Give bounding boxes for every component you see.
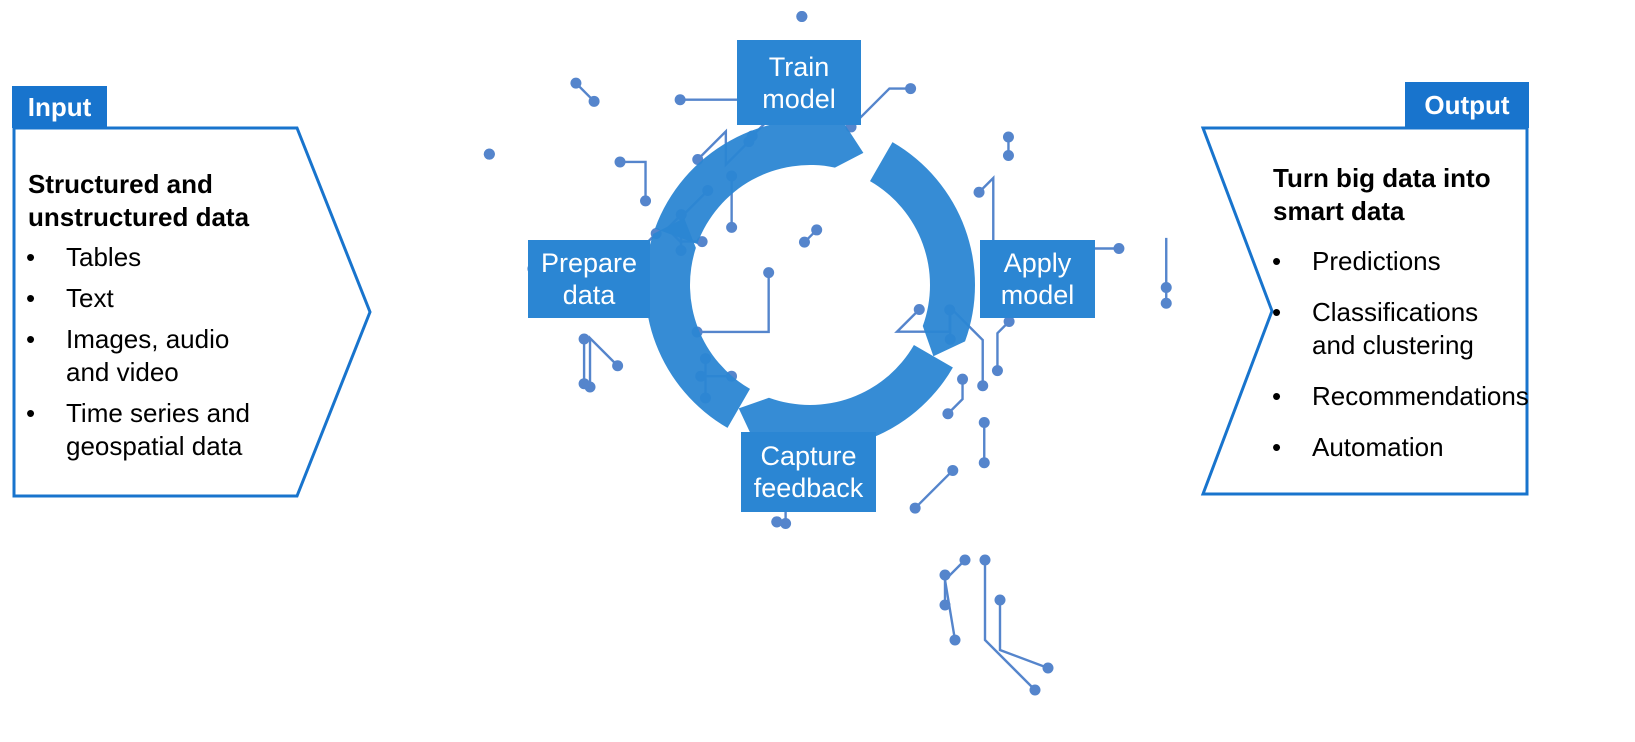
output-title: Turn big data into smart data: [1273, 162, 1491, 228]
circuit-node: [640, 195, 652, 207]
circuit-node: [578, 333, 590, 345]
circuit-node: [1029, 684, 1041, 696]
output-panel: Output Turn big data into smart data Pre…: [1200, 0, 1635, 742]
circuit-node: [1160, 281, 1172, 293]
cycle-arrow-segment: [738, 345, 953, 450]
circuit-node: [979, 554, 991, 566]
circuit-node: [1002, 149, 1014, 161]
input-item: Tables: [26, 241, 250, 274]
circuit-node: [959, 554, 971, 566]
brain-stem-trace: [983, 560, 1036, 691]
input-title: Structured and unstructured data: [28, 168, 249, 234]
input-tag: Input: [12, 86, 107, 128]
cycle-arrow-segment: [654, 120, 864, 244]
brain-stem-trace: [943, 559, 966, 641]
input-title-line2: unstructured data: [28, 202, 250, 232]
circuit-node: [978, 416, 990, 428]
circuit-node: [994, 594, 1006, 606]
circuit-node: [570, 77, 582, 89]
circuit-trace: [996, 320, 1010, 371]
circuit-trace: [620, 160, 647, 201]
input-item: Text: [26, 282, 250, 315]
circuit-node: [1003, 316, 1015, 328]
circuit-node: [588, 95, 600, 107]
circuit-node: [978, 457, 990, 469]
circuit-node: [947, 464, 959, 476]
circuit-trace: [914, 469, 954, 509]
cycle-arrow-segment: [645, 218, 750, 428]
output-item: Recommendations: [1272, 380, 1529, 413]
input-panel: Input Structured and unstructured data T…: [0, 0, 400, 742]
output-item: Predictions: [1272, 245, 1529, 278]
circuit-trace: [947, 379, 964, 415]
circuit-node: [578, 378, 590, 390]
circuit-trace: [850, 87, 911, 128]
circuit-trace: [697, 272, 770, 334]
circuit-node: [909, 502, 921, 514]
circuit-trace: [588, 335, 619, 387]
output-tag: Output: [1405, 82, 1529, 128]
output-title-line2: smart data: [1273, 196, 1405, 226]
circuit-node: [811, 224, 823, 236]
circuit-node: [614, 156, 626, 168]
circuit-node: [905, 83, 917, 95]
circuit-node: [780, 518, 792, 530]
circuit-node: [796, 11, 808, 23]
output-item: Automation: [1272, 431, 1529, 464]
brain-stem-trace: [998, 600, 1049, 670]
circuit-trace: [978, 175, 995, 265]
circuit-node: [957, 373, 969, 385]
circuit-node: [1113, 242, 1125, 254]
circuit-node: [483, 148, 495, 160]
circuit-node: [763, 267, 775, 279]
circuit-node: [674, 94, 686, 106]
circuit-node: [771, 516, 783, 528]
circuit-node: [973, 186, 985, 198]
circuit-node: [612, 360, 624, 372]
circuit-node: [991, 365, 1003, 377]
output-title-line1: Turn big data into: [1273, 163, 1491, 193]
circuit-node: [1042, 662, 1054, 674]
cycle-arrow-segment: [870, 142, 975, 357]
circuit-node: [977, 380, 989, 392]
circuit-node: [696, 236, 708, 248]
circuit-node: [798, 236, 810, 248]
circuit-node: [942, 408, 954, 420]
circuit-node: [1160, 297, 1172, 309]
input-title-line1: Structured and: [28, 169, 213, 199]
circuit-node: [949, 634, 961, 646]
circuit-node: [913, 303, 925, 315]
cycle-arrows: [645, 120, 975, 450]
circuit-node: [726, 221, 738, 233]
circuit-node: [1002, 131, 1014, 143]
